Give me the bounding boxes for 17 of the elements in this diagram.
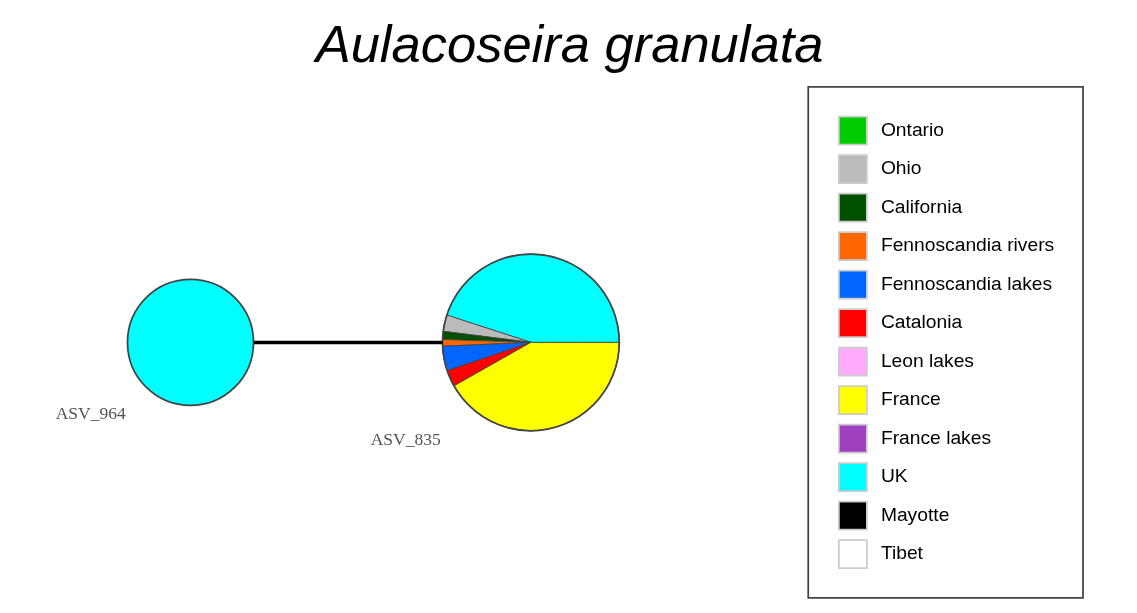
legend-label: Mayotte xyxy=(880,503,950,525)
legend-label: Ontario xyxy=(880,118,945,140)
legend-label: France xyxy=(880,388,941,410)
legend-label: France lakes xyxy=(880,426,992,448)
legend-label: Ohio xyxy=(880,157,922,179)
node-circle xyxy=(126,278,255,407)
legend-label: UK xyxy=(880,465,908,487)
node-label: ASV_964 xyxy=(55,403,126,424)
diagram-title: Aulacoseira granulata xyxy=(315,14,824,74)
legend-label: Tibet xyxy=(880,542,923,564)
legend-label: Fennoscandia rivers xyxy=(880,234,1055,256)
legend-label: California xyxy=(880,195,963,217)
legend-label: Catalonia xyxy=(880,311,963,333)
node-label: ASV_835 xyxy=(370,428,441,449)
legend-label: Fennoscandia lakes xyxy=(880,272,1053,294)
connector xyxy=(254,340,443,345)
legend-label: Leon lakes xyxy=(880,349,974,371)
